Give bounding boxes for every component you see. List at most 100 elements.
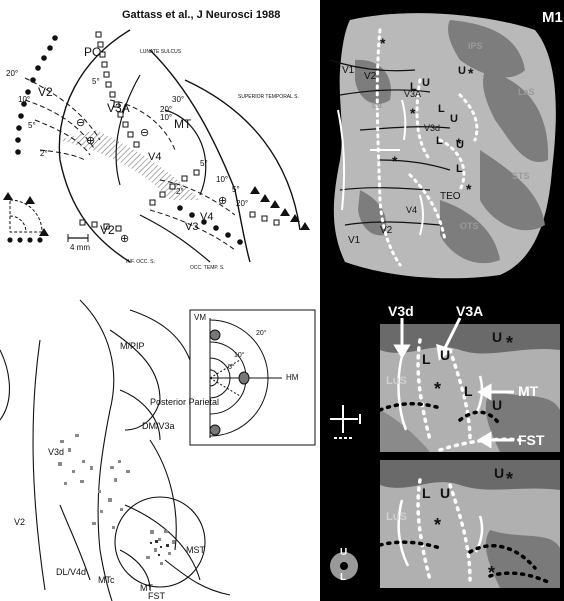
ecc-label: 10°	[216, 176, 228, 184]
marker-star: *	[410, 106, 415, 120]
area-v4-lower: V4	[200, 212, 213, 223]
ecc-label: 20°	[6, 70, 18, 78]
area-fst: FST	[148, 592, 165, 601]
marker-star: *	[506, 334, 513, 352]
area-v1-lower: V1	[348, 236, 360, 246]
sulcus-superior-temporal: SUPERIOR TEMPORAL S.	[238, 95, 299, 100]
inset-ecc-20: 20°	[256, 330, 267, 337]
marker-u: U	[494, 466, 504, 480]
area-v3d: V3d	[424, 124, 440, 133]
ecc-label: 2°	[40, 150, 48, 158]
callout-fst: FST	[518, 433, 544, 447]
lunate-sulcus-label: Lu	[372, 102, 382, 110]
inset-hm-label: HM	[286, 374, 298, 382]
ecc-label: 5°	[200, 160, 208, 168]
marker-u: U	[422, 78, 430, 89]
area-po: PO	[84, 46, 101, 58]
area-v4-upper: V4	[148, 152, 161, 163]
gattass-flatmap-panel: Gattass et al., J Neurosci 1988 PO V2 V3…	[0, 0, 320, 290]
marker-star: *	[468, 66, 473, 80]
area-posterior-parietal: Posterior Parietal	[150, 398, 219, 407]
small-hemifield-inset	[3, 192, 49, 243]
sulcus-inferior-occipital: INF. OCC. S.	[126, 260, 155, 265]
marker-l: L	[464, 384, 473, 398]
field-sign-symbol: ⊕	[120, 234, 129, 245]
area-v3d: V3d	[48, 448, 64, 457]
triangle-border	[250, 186, 310, 230]
legend-upper-letter: U	[340, 548, 347, 558]
callout-mt: MT	[518, 384, 538, 398]
area-sts: STS	[512, 172, 530, 181]
activation-dense	[150, 540, 169, 556]
retinotopy-detail-panel: V3d V3A MT FST L U U L U * * U L U * * *…	[320, 290, 564, 601]
activation-speckle	[58, 434, 175, 565]
ecc-label: 20°	[236, 200, 248, 208]
marker-u: U	[440, 486, 450, 500]
field-sign-symbol: ⊕	[86, 136, 95, 147]
area-mt: MT	[174, 118, 191, 130]
field-sign-symbol: ⊖	[76, 118, 85, 129]
ecc-label: 5°	[28, 122, 36, 130]
lunate-sulcus-label: LuS	[386, 512, 407, 523]
area-v2-lower: V2	[380, 226, 392, 236]
m1-flatmap-panel: M1 IPS LaS STS OTS V1 V2 V3A V3d V4 TEO …	[320, 0, 564, 290]
area-v3a: V3A	[107, 102, 130, 114]
ecc-label: 10°	[18, 96, 30, 104]
ecc-label: 5°	[232, 186, 240, 194]
marker-star: *	[434, 516, 441, 534]
area-v2-upper: V2	[38, 86, 53, 98]
marker-star: *	[506, 470, 513, 488]
inset-vm-label: VM	[194, 314, 206, 322]
area-ips: IPS	[468, 42, 483, 51]
marker-u: U	[458, 66, 466, 77]
marker-l: L	[422, 486, 431, 500]
marker-u: U	[450, 114, 458, 125]
area-dm-v3a: DM/V3a	[142, 422, 175, 431]
callout-v3a: V3A	[456, 304, 483, 318]
marker-l: L	[436, 136, 443, 147]
sulcus-lunate: LUNATE SULCUS	[140, 50, 181, 55]
area-v2: V2	[14, 518, 25, 527]
scale-label: 4 mm	[70, 244, 90, 252]
ecc-label: 10°	[160, 114, 172, 122]
legend-meridian-glyph	[330, 405, 361, 438]
field-sign-symbol: ⊖	[140, 128, 149, 139]
area-mtc: MTc	[98, 576, 115, 585]
ecc-label: 30°	[172, 96, 184, 104]
marker-u: U	[492, 330, 502, 344]
area-m-pip: M/PIP	[120, 342, 145, 351]
area-v4: V4	[406, 206, 417, 215]
marker-star: *	[380, 36, 385, 50]
area-v3-lower: V3	[185, 222, 198, 233]
area-v2-upper: V2	[364, 72, 376, 82]
inset-ecc-10: 10°	[234, 352, 245, 359]
marker-l: L	[456, 164, 463, 175]
marker-l: L	[438, 104, 445, 115]
activation-map-panel: V3d M/PIP Posterior Parietal DM/V3a V2 D…	[0, 290, 320, 601]
marker-l: L	[422, 352, 431, 366]
marker-star: *	[434, 380, 441, 398]
marker-star: *	[392, 154, 397, 168]
area-teo: TEO	[440, 192, 461, 202]
area-v2-lower: V2	[100, 224, 115, 236]
legend-lower-letter: L	[340, 573, 346, 583]
panel-id-m1: M1	[542, 10, 563, 25]
ecc-label: 2°	[176, 188, 184, 196]
callout-v3d: V3d	[388, 304, 414, 318]
marker-star: *	[488, 564, 495, 582]
area-las: LaS	[518, 88, 535, 97]
marker-u: U	[440, 348, 450, 362]
field-sign-symbol: ⊕	[218, 196, 227, 207]
marker-star: *	[456, 136, 461, 150]
area-ots: OTS	[460, 222, 479, 231]
area-dl-v4d: DL/V4d	[56, 568, 86, 577]
square-border	[80, 32, 279, 231]
marker-u: U	[492, 398, 502, 412]
area-mst: MST	[186, 546, 205, 555]
citation-label: Gattass et al., J Neurosci 1988	[122, 10, 280, 21]
sulcus-occipitotemporal: OCC. TEMP. S.	[190, 266, 225, 271]
inset-ecc-5: 5°	[228, 364, 235, 371]
ecc-label: 5°	[92, 78, 100, 86]
activation-drawing	[0, 290, 320, 601]
lunate-sulcus-label: LuS	[386, 376, 407, 387]
